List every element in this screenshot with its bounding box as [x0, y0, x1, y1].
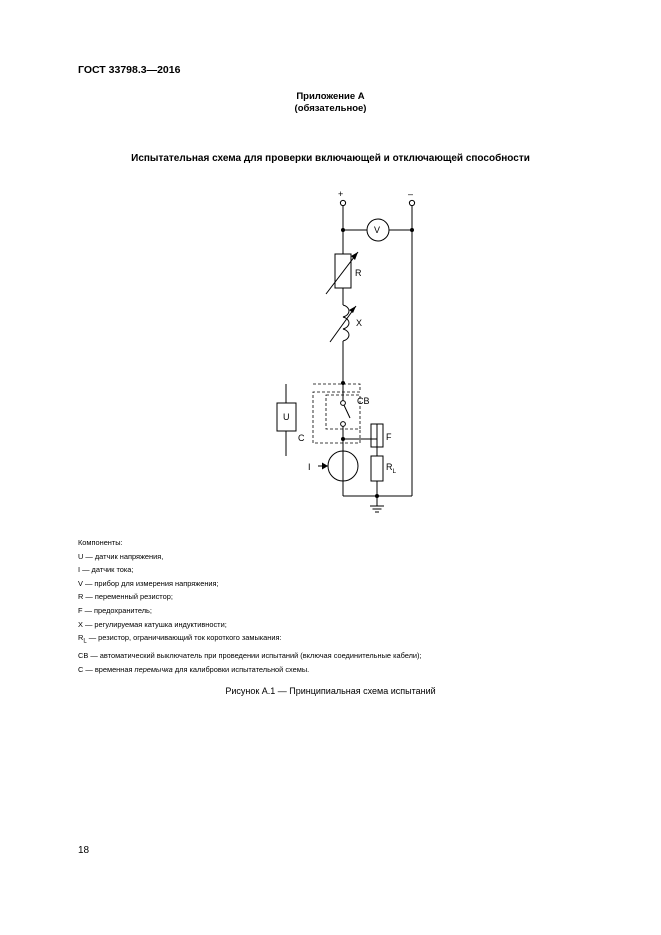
legend-item: V — прибор для измерения напряжения; [78, 578, 219, 588]
calibration-link-outline [312, 383, 361, 444]
current-sensor-label: I [308, 462, 311, 472]
limiting-resistor-label: RL [386, 462, 397, 475]
figure-caption: Рисунок А.1 — Принципиальная схема испыт… [225, 686, 436, 696]
legend-item: X — регулируемая катушка индуктивности; [78, 619, 227, 629]
voltmeter-label: V [374, 225, 380, 235]
limiting-resistor-symbol [370, 455, 384, 482]
page-number: 18 [78, 845, 90, 856]
test-circuit-diagram: + – V R X CB U C F I RL [276, 189, 416, 513]
legend-item: R — переменный резистор; [78, 592, 173, 602]
section-title: Испытательная схема для проверки включаю… [131, 153, 530, 164]
voltmeter-symbol [366, 218, 390, 242]
legend-item: I — датчик тока; [78, 565, 134, 575]
legend-item: RL — резистор, ограничивающий ток коротк… [78, 633, 282, 645]
positive-terminal [339, 199, 347, 207]
negative-terminal [408, 199, 416, 207]
legend-heading: Компоненты: [78, 538, 123, 547]
components-legend: Компоненты: U — датчик напряжения, I — д… [78, 536, 422, 676]
fuse-label: F [386, 432, 392, 442]
circuit-breaker-label: CB [357, 396, 370, 406]
annex-title: Приложение А [296, 91, 365, 102]
document-header: ГОСТ 33798.3—2016 [78, 64, 181, 76]
legend-item: U — датчик напряжения, [78, 551, 164, 561]
inductor-symbol [342, 304, 350, 342]
circuit-breaker-box [325, 394, 361, 430]
legend-item: CB — автоматический выключатель при пров… [78, 651, 422, 661]
legend-item: F — предохранитель; [78, 605, 152, 615]
annex-status: (обязательное) [294, 103, 367, 114]
plus-label: + [338, 189, 343, 199]
resistor-label: R [355, 268, 362, 278]
calibration-link-label: C [298, 433, 305, 443]
annex-heading: Приложение А (обязательное) [0, 91, 661, 115]
variable-resistor-symbol [334, 253, 352, 289]
minus-label: – [408, 189, 413, 199]
inductor-label: X [356, 318, 362, 328]
legend-item: C — временная перемычка для калибровки и… [78, 664, 310, 674]
voltage-sensor-label: U [283, 412, 290, 422]
